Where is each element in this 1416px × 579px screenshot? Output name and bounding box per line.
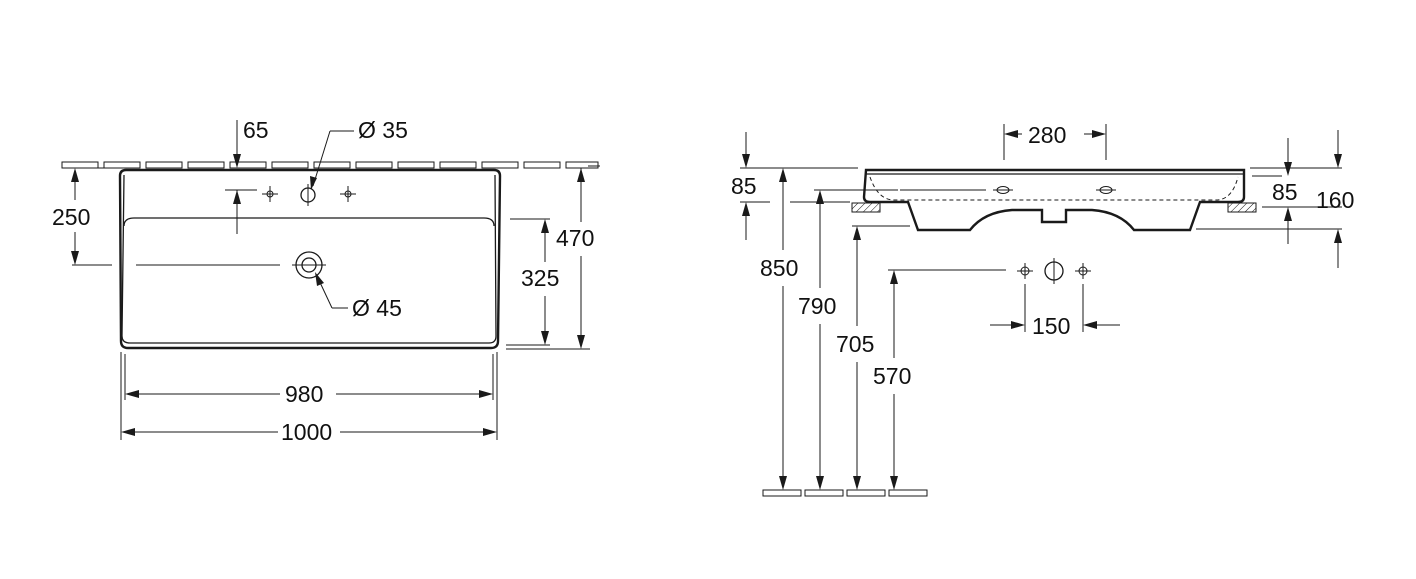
basin-profile bbox=[862, 168, 1246, 232]
label-705: 705 bbox=[836, 331, 874, 357]
bowl-hidden-line bbox=[869, 176, 1239, 201]
tap-hole-left-icon bbox=[262, 186, 278, 202]
label-790: 790 bbox=[798, 293, 836, 319]
wall-tiles bbox=[61, 161, 599, 169]
dim-570-line bbox=[890, 270, 898, 490]
dim-470-line bbox=[577, 168, 585, 349]
dim-d35-leader bbox=[310, 130, 354, 190]
basin-inner-rim bbox=[121, 174, 497, 344]
dim-160-line bbox=[1334, 130, 1342, 268]
label-570: 570 bbox=[873, 363, 911, 389]
dim-150-line bbox=[990, 321, 1120, 329]
label-85-right: 85 bbox=[1272, 179, 1298, 205]
dim-85-left-line bbox=[742, 132, 750, 240]
dim-705-line bbox=[853, 226, 861, 490]
label-980: 980 bbox=[285, 381, 323, 407]
label-d45: Ø 45 bbox=[352, 295, 402, 321]
label-325: 325 bbox=[521, 265, 559, 291]
tap-hole-right-profile-icon bbox=[1096, 186, 1116, 194]
floor-tiles bbox=[762, 489, 928, 497]
bracket-left bbox=[851, 202, 881, 213]
dim-980-line bbox=[125, 390, 493, 398]
dim-280-line bbox=[1004, 130, 1106, 138]
label-280: 280 bbox=[1028, 122, 1066, 148]
label-160: 160 bbox=[1316, 187, 1354, 213]
basin-outline bbox=[118, 168, 502, 350]
extension-lines bbox=[72, 165, 600, 440]
dim-85-right-line bbox=[1284, 138, 1292, 244]
dim-1000-line bbox=[121, 428, 497, 436]
label-250: 250 bbox=[52, 204, 90, 230]
tap-hole-center-icon bbox=[300, 184, 316, 206]
label-470: 470 bbox=[556, 225, 594, 251]
dim-850-line bbox=[779, 168, 787, 490]
bowl-edge bbox=[123, 217, 495, 227]
dim-325-line bbox=[541, 219, 549, 345]
top-view: 65 Ø 35 Ø 45 250 470 325 980 1000 bbox=[52, 117, 600, 445]
label-150: 150 bbox=[1032, 313, 1070, 339]
dim-790-line bbox=[816, 190, 824, 490]
dim-d45-leader bbox=[315, 272, 348, 309]
label-85-left: 85 bbox=[731, 173, 757, 199]
label-1000: 1000 bbox=[281, 419, 332, 445]
side-view: 280 85 850 790 705 570 150 85 160 bbox=[731, 122, 1354, 497]
valve-symbols-icon bbox=[1017, 258, 1091, 284]
bracket-right bbox=[1227, 202, 1257, 213]
dim-250-line bbox=[71, 168, 79, 265]
label-850: 850 bbox=[760, 255, 798, 281]
label-d35: Ø 35 bbox=[358, 117, 408, 143]
label-65: 65 bbox=[243, 117, 269, 143]
tap-hole-left-profile-icon bbox=[993, 186, 1013, 194]
tap-hole-right-icon bbox=[340, 186, 356, 202]
waste-outlet-icon bbox=[292, 251, 326, 279]
dim-65-leader bbox=[233, 120, 241, 204]
